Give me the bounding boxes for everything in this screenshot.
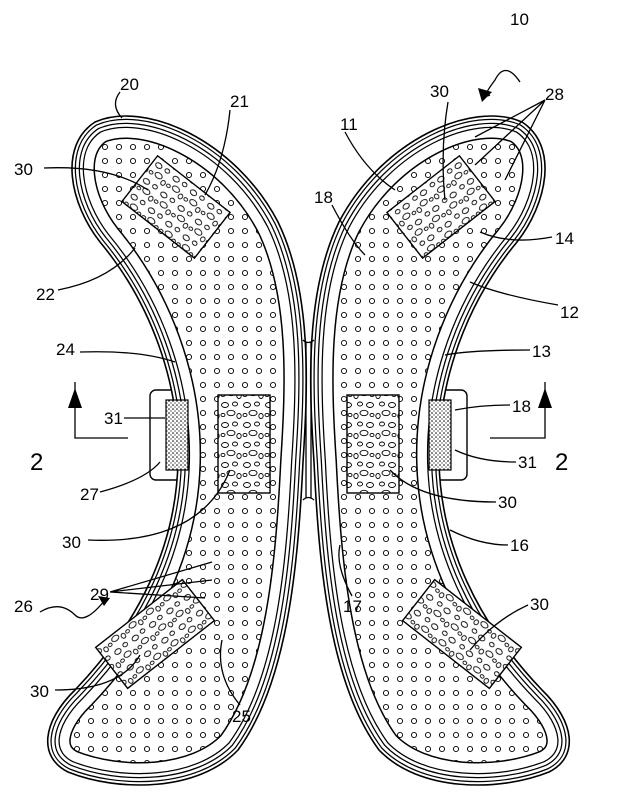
label-2-right: 2 [555, 449, 568, 476]
label-27: 27 [80, 485, 99, 504]
label-31-right: 31 [518, 453, 537, 472]
label-17: 17 [343, 597, 362, 616]
label-18-top: 18 [314, 188, 333, 207]
label-28: 28 [545, 85, 564, 104]
label-30: 30 [14, 160, 33, 179]
label-10: 10 [510, 10, 529, 29]
label-12: 12 [560, 303, 579, 322]
label-30-right-mid: 30 [498, 493, 517, 512]
label-25: 25 [232, 707, 251, 726]
label-11: 11 [340, 115, 358, 134]
label-30-right-bottom: 30 [530, 595, 549, 614]
label-31: 31 [104, 409, 123, 428]
label-30-right-top: 30 [430, 82, 449, 101]
center-hinge [302, 339, 315, 501]
right-pad [311, 116, 570, 785]
label-30-bottom: 30 [30, 682, 49, 701]
label-29: 29 [90, 585, 109, 604]
section-arrow-right-icon [538, 388, 552, 408]
label-22: 22 [36, 285, 55, 304]
label-2-left: 2 [30, 449, 43, 476]
label-30-mid: 30 [62, 533, 81, 552]
label-13: 13 [532, 342, 551, 361]
arrow-10-icon [478, 88, 492, 102]
left-pad [48, 116, 307, 785]
label-18-tab: 18 [512, 397, 531, 416]
label-16: 16 [510, 536, 529, 555]
label-20: 20 [120, 75, 139, 94]
reference-labels: 20 21 30 22 24 31 2 27 30 29 26 30 25 11… [14, 10, 579, 726]
label-21: 21 [230, 92, 249, 111]
label-14: 14 [555, 229, 574, 248]
arrow-26-icon [98, 596, 110, 606]
section-arrow-left-icon [68, 388, 82, 408]
leader-lines [39, 69, 559, 706]
label-24: 24 [56, 340, 75, 359]
label-26: 26 [14, 597, 33, 616]
